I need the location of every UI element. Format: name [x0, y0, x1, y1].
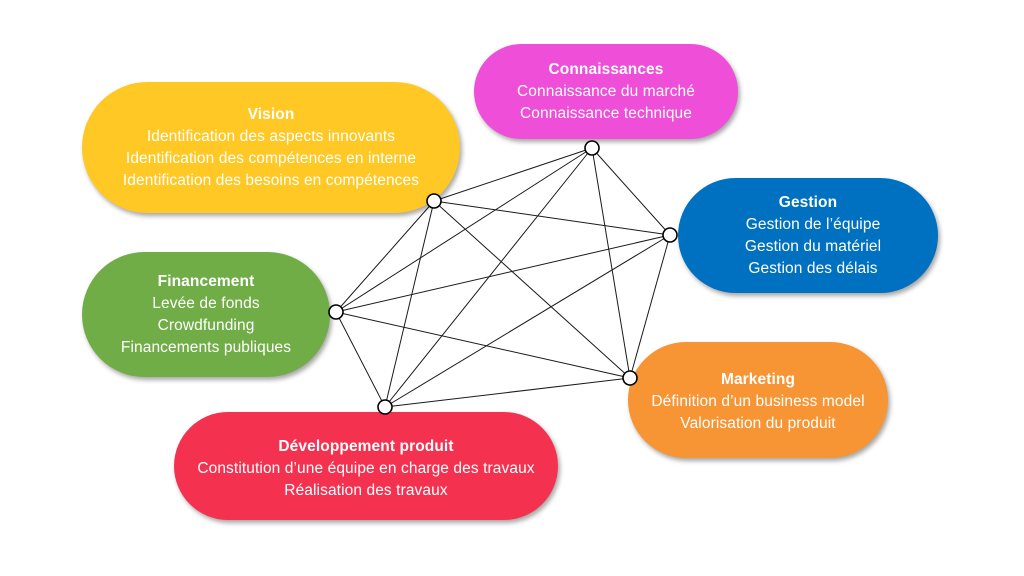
edge-vision-marketing: [433, 200, 631, 379]
edges-layer: [335, 147, 671, 408]
financement-title: Financement: [157, 272, 255, 290]
vision-item: Identification des besoins en compétence…: [122, 171, 420, 189]
vision-item: Identification des compétences en intern…: [125, 149, 417, 167]
edge-gestion-marketing: [629, 234, 671, 379]
node-financement: [328, 304, 344, 320]
financement-item: Crowdfunding: [157, 316, 255, 334]
marketing-item: Définition d’un business model: [651, 393, 865, 410]
node-developpement: [377, 399, 393, 415]
financement-box: Financement Levée de fonds Crowdfunding …: [82, 252, 330, 377]
edge-developpement-financement: [335, 311, 386, 408]
connaissances-title: Connaissances: [548, 60, 664, 78]
edge-connaissances-gestion: [591, 147, 671, 236]
node-connaissances: [584, 140, 600, 156]
node-vision: [426, 193, 442, 209]
edge-gestion-developpement: [384, 234, 671, 408]
developpement-title: Développement produit: [278, 438, 454, 455]
edge-marketing-financement: [335, 311, 631, 379]
edge-vision-gestion: [433, 200, 671, 236]
edge-connaissances-marketing: [591, 147, 631, 379]
financement-item: Levée de fonds: [152, 294, 260, 312]
vision-title: Vision: [247, 105, 295, 123]
vision-item: Identification des aspects innovants: [146, 127, 396, 145]
developpement-box: Développement produit Constitution d’une…: [174, 412, 558, 520]
financement-item: Financements publiques: [120, 338, 292, 356]
gestion-box: Gestion Gestion de l’équipe Gestion du m…: [678, 178, 938, 293]
gestion-item: Gestion du matériel: [744, 237, 882, 255]
edge-connaissances-financement: [335, 147, 593, 313]
node-gestion: [662, 227, 678, 243]
marketing-box: Marketing Définition d’un business model…: [628, 342, 888, 458]
connaissances-item: Connaissance du marché: [517, 82, 695, 100]
connaissances-box: Connaissances Connaissance du marché Con…: [474, 44, 738, 139]
marketing-title: Marketing: [720, 371, 796, 388]
edge-connaissances-developpement: [384, 147, 593, 408]
developpement-item: Réalisation des travaux: [284, 482, 448, 499]
edge-vision-connaissances: [433, 147, 593, 202]
edge-gestion-financement: [335, 234, 671, 313]
vision-box: Vision Identification des aspects innova…: [82, 82, 460, 213]
developpement-item: Constitution d’une équipe en charge des …: [197, 460, 535, 477]
gestion-title: Gestion: [778, 193, 838, 211]
gestion-item: Gestion des délais: [748, 259, 878, 277]
connaissances-item: Connaissance technique: [520, 104, 692, 122]
marketing-item: Valorisation du produit: [680, 415, 836, 432]
nodes-layer: [328, 140, 678, 415]
gestion-item: Gestion de l’équipe: [745, 215, 881, 233]
edge-vision-developpement: [384, 200, 435, 408]
node-marketing: [622, 370, 638, 386]
edge-marketing-developpement: [384, 377, 631, 408]
edge-vision-financement: [335, 200, 435, 313]
